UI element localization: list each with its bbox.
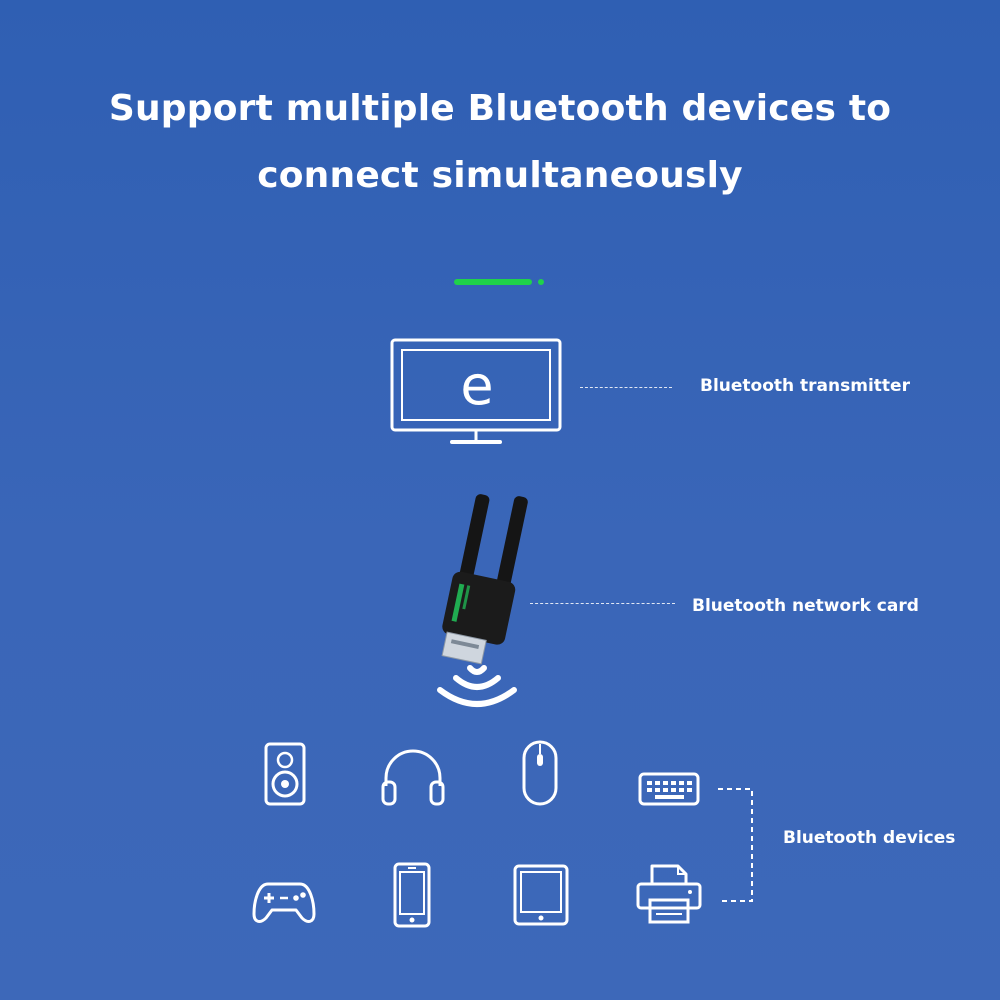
headline-line-1: Support multiple Bluetooth devices to — [108, 88, 892, 129]
network-card-leader-line — [530, 603, 675, 604]
devices-bracket — [718, 786, 778, 906]
speaker-icon — [264, 742, 306, 806]
gamepad-icon — [252, 878, 316, 926]
devices-label: Bluetooth devices — [783, 828, 956, 848]
mouse-icon — [522, 740, 558, 806]
browser-e-icon: e — [460, 354, 494, 417]
smartphone-icon — [393, 862, 431, 928]
keyboard-icon — [638, 772, 700, 806]
monitor-icon — [390, 338, 562, 448]
usb-dongle-icon — [425, 494, 528, 668]
accent-dot — [538, 279, 544, 285]
headline-line-2: connect simultaneously — [257, 155, 743, 196]
transmitter-label: Bluetooth transmitter — [700, 376, 910, 396]
network-card-label: Bluetooth network card — [692, 596, 919, 616]
printer-icon — [636, 862, 702, 924]
wireless-signal-icon — [432, 658, 522, 714]
tablet-icon — [513, 864, 569, 926]
headphones-icon — [380, 748, 446, 808]
accent-bar — [454, 279, 532, 285]
transmitter-leader-line — [580, 387, 672, 388]
